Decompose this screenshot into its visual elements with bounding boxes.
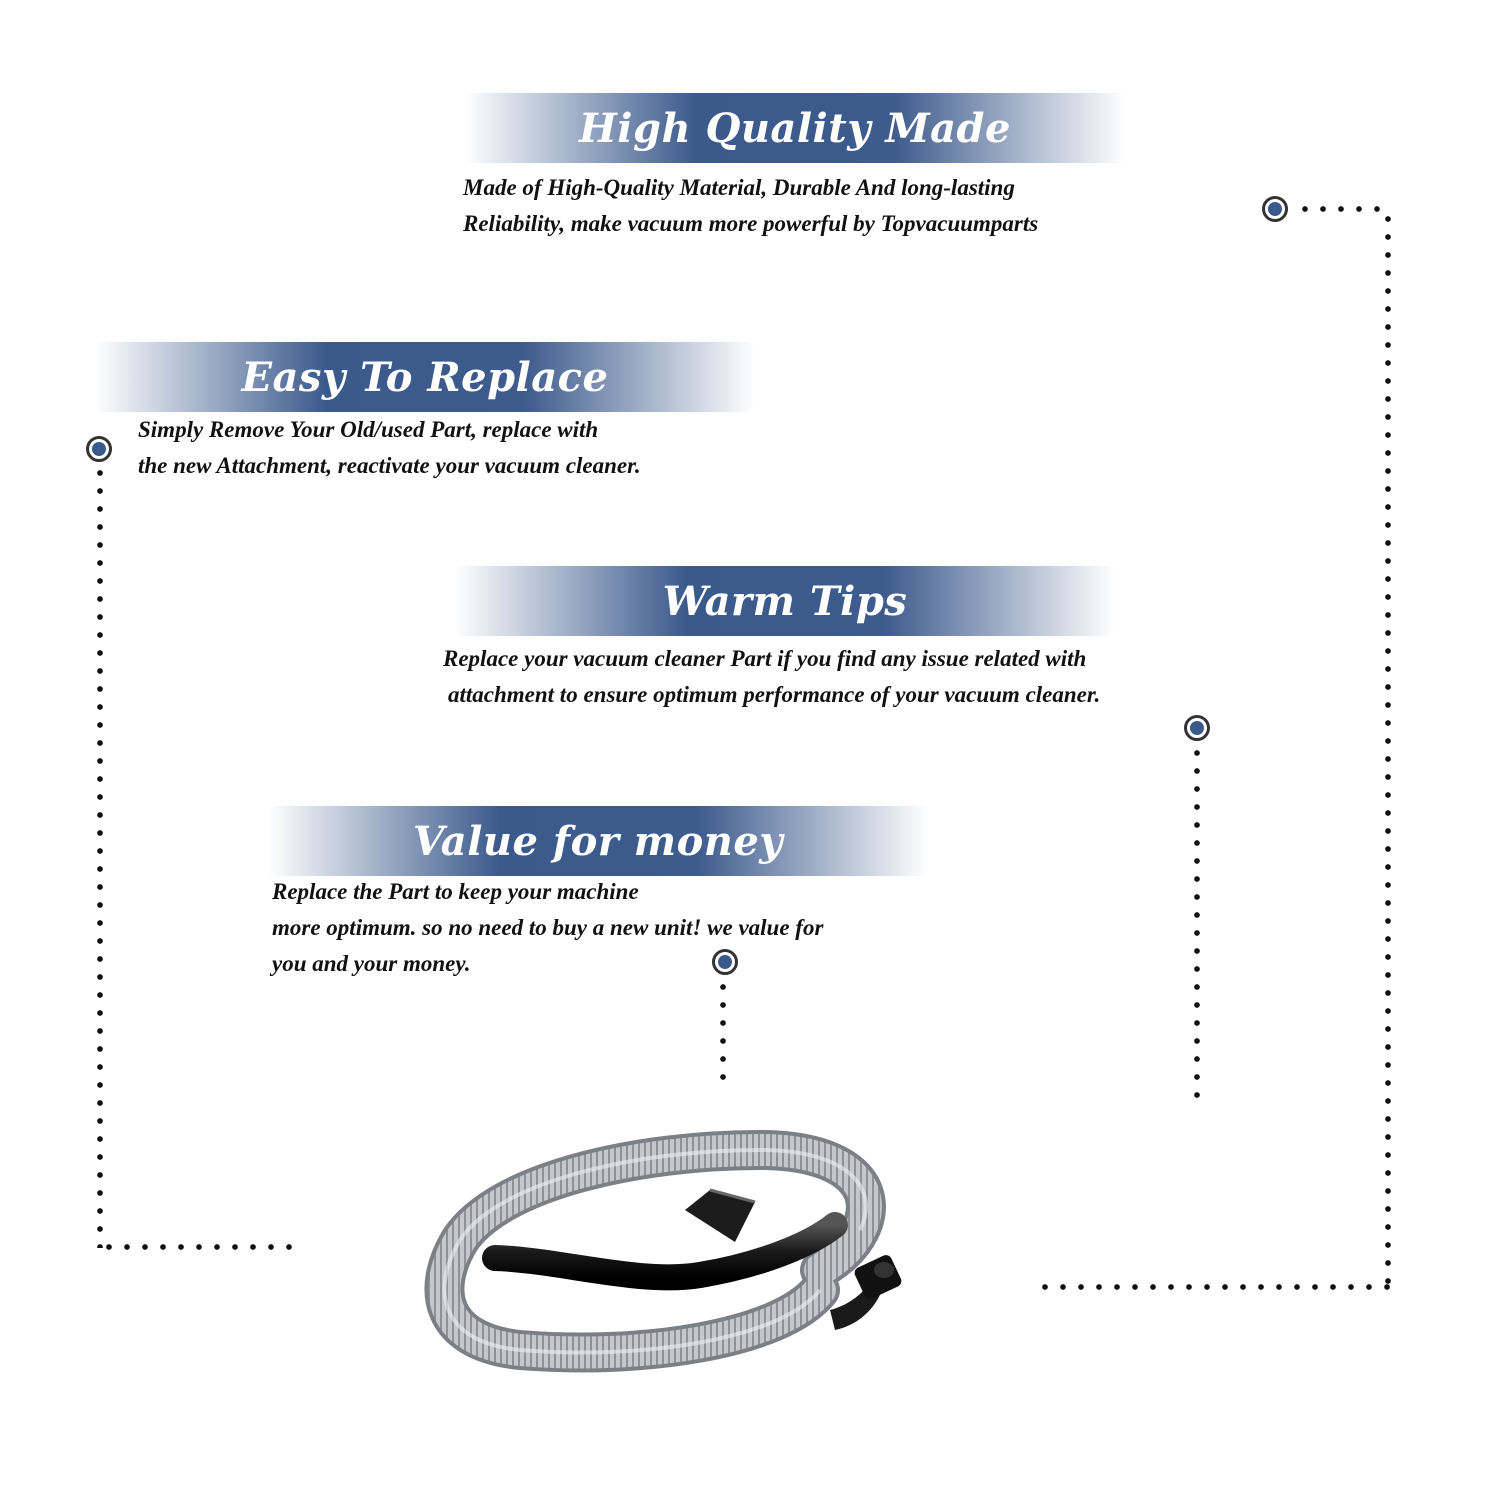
banner-easy-to-replace: Easy To Replace [95, 342, 755, 412]
description-value-for-money: Replace the Part to keep your machine mo… [272, 874, 823, 982]
description-line: attachment to ensure optimum performance… [448, 682, 1101, 707]
banner-title: Warm Tips [662, 577, 908, 625]
banner-title: Easy To Replace [241, 353, 609, 401]
marker-high-quality-made [1262, 196, 1288, 222]
marker-easy-to-replace [86, 436, 112, 462]
banner-title: High Quality Made [579, 104, 1011, 152]
connector-line [1296, 206, 1390, 212]
vacuum-hose-image [424, 1129, 902, 1373]
description-line: Made of High-Quality Material, Durable A… [463, 175, 1015, 200]
connector-line [1385, 210, 1391, 1290]
banner-high-quality-made: High Quality Made [465, 93, 1125, 163]
connector-line [1194, 744, 1200, 1108]
description-line: Simply Remove Your Old/used Part, replac… [138, 417, 599, 442]
marker-warm-tips [1184, 715, 1210, 741]
description-warm-tips: Replace your vacuum cleaner Part if you … [443, 641, 1100, 713]
marker-dot-icon [92, 442, 106, 456]
description-line: more optimum. so no need to buy a new un… [272, 915, 824, 940]
marker-value-for-money [712, 949, 738, 975]
description-line: the new Attachment, reactivate your vacu… [138, 453, 641, 478]
marker-dot-icon [718, 955, 732, 969]
connector-line [720, 978, 726, 1092]
connector-line [100, 1244, 300, 1250]
connector-line [97, 464, 103, 1248]
marker-dot-icon [1268, 202, 1282, 216]
description-line: you and your money. [272, 951, 471, 976]
description-line: Reliability, make vacuum more powerful b… [463, 211, 1039, 236]
banner-warm-tips: Warm Tips [455, 566, 1115, 636]
banner-value-for-money: Value for money [268, 806, 928, 876]
description-line: Replace the Part to keep your machine [272, 879, 639, 904]
description-easy-to-replace: Simply Remove Your Old/used Part, replac… [138, 412, 641, 484]
description-high-quality-made: Made of High-Quality Material, Durable A… [463, 170, 1038, 242]
description-line: Replace your vacuum cleaner Part if you … [443, 646, 1087, 671]
banner-title: Value for money [412, 817, 784, 865]
marker-dot-icon [1190, 721, 1204, 735]
connector-line [1036, 1284, 1390, 1290]
